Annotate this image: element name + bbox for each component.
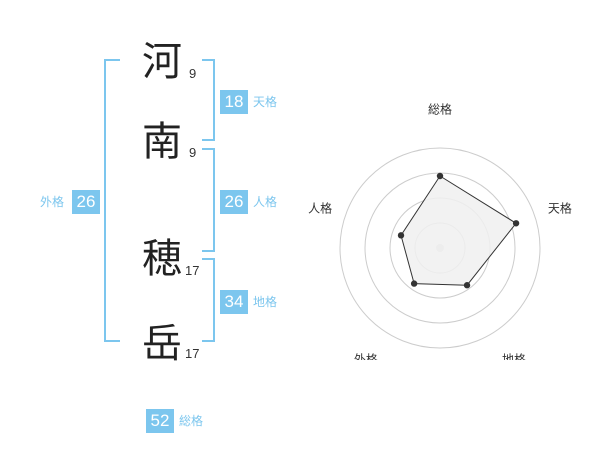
chikaku-bracket xyxy=(202,258,215,342)
radar-series-polygon xyxy=(400,175,517,286)
gaikaku-value: 26 xyxy=(72,190,100,214)
stroke-count-3: 17 xyxy=(185,263,200,278)
radar-point xyxy=(436,172,444,180)
chikaku-value: 34 xyxy=(220,290,248,314)
radar-axis-label: 地格 xyxy=(502,351,526,360)
tenkaku-value: 18 xyxy=(220,90,248,114)
radar-grid-ring xyxy=(339,147,541,349)
radar-axis-label: 天格 xyxy=(548,201,572,216)
stroke-count-2: 9 xyxy=(189,145,197,160)
jinkaku-bracket xyxy=(202,148,215,252)
radar-axis-label: 総格 xyxy=(428,102,452,117)
radar-axis-label: 人格 xyxy=(308,201,332,216)
name-char-4: 岳 xyxy=(142,321,182,367)
gaikaku-bracket xyxy=(104,59,120,342)
name-char-3: 穂 xyxy=(142,236,182,282)
gaikaku-label: 外格 xyxy=(40,195,65,209)
radar-point xyxy=(410,280,418,287)
tenkaku-label: 天格 xyxy=(253,95,278,109)
jinkaku-label: 人格 xyxy=(253,195,278,209)
soukaku-value: 52 xyxy=(146,409,174,433)
stroke-count-1: 9 xyxy=(189,66,197,81)
stroke-count-4: 17 xyxy=(185,346,200,361)
soukaku-label: 総格 xyxy=(179,414,204,428)
chikaku-label: 地格 xyxy=(253,295,278,309)
radar-point xyxy=(463,282,471,289)
radar-axis-label: 外格 xyxy=(354,351,378,360)
tenkaku-bracket xyxy=(202,59,215,141)
name-char-1: 河 xyxy=(142,39,182,85)
radar-point xyxy=(512,220,520,227)
radar-point xyxy=(397,232,405,239)
jinkaku-value: 26 xyxy=(220,190,248,214)
name-char-2: 南 xyxy=(142,119,182,165)
